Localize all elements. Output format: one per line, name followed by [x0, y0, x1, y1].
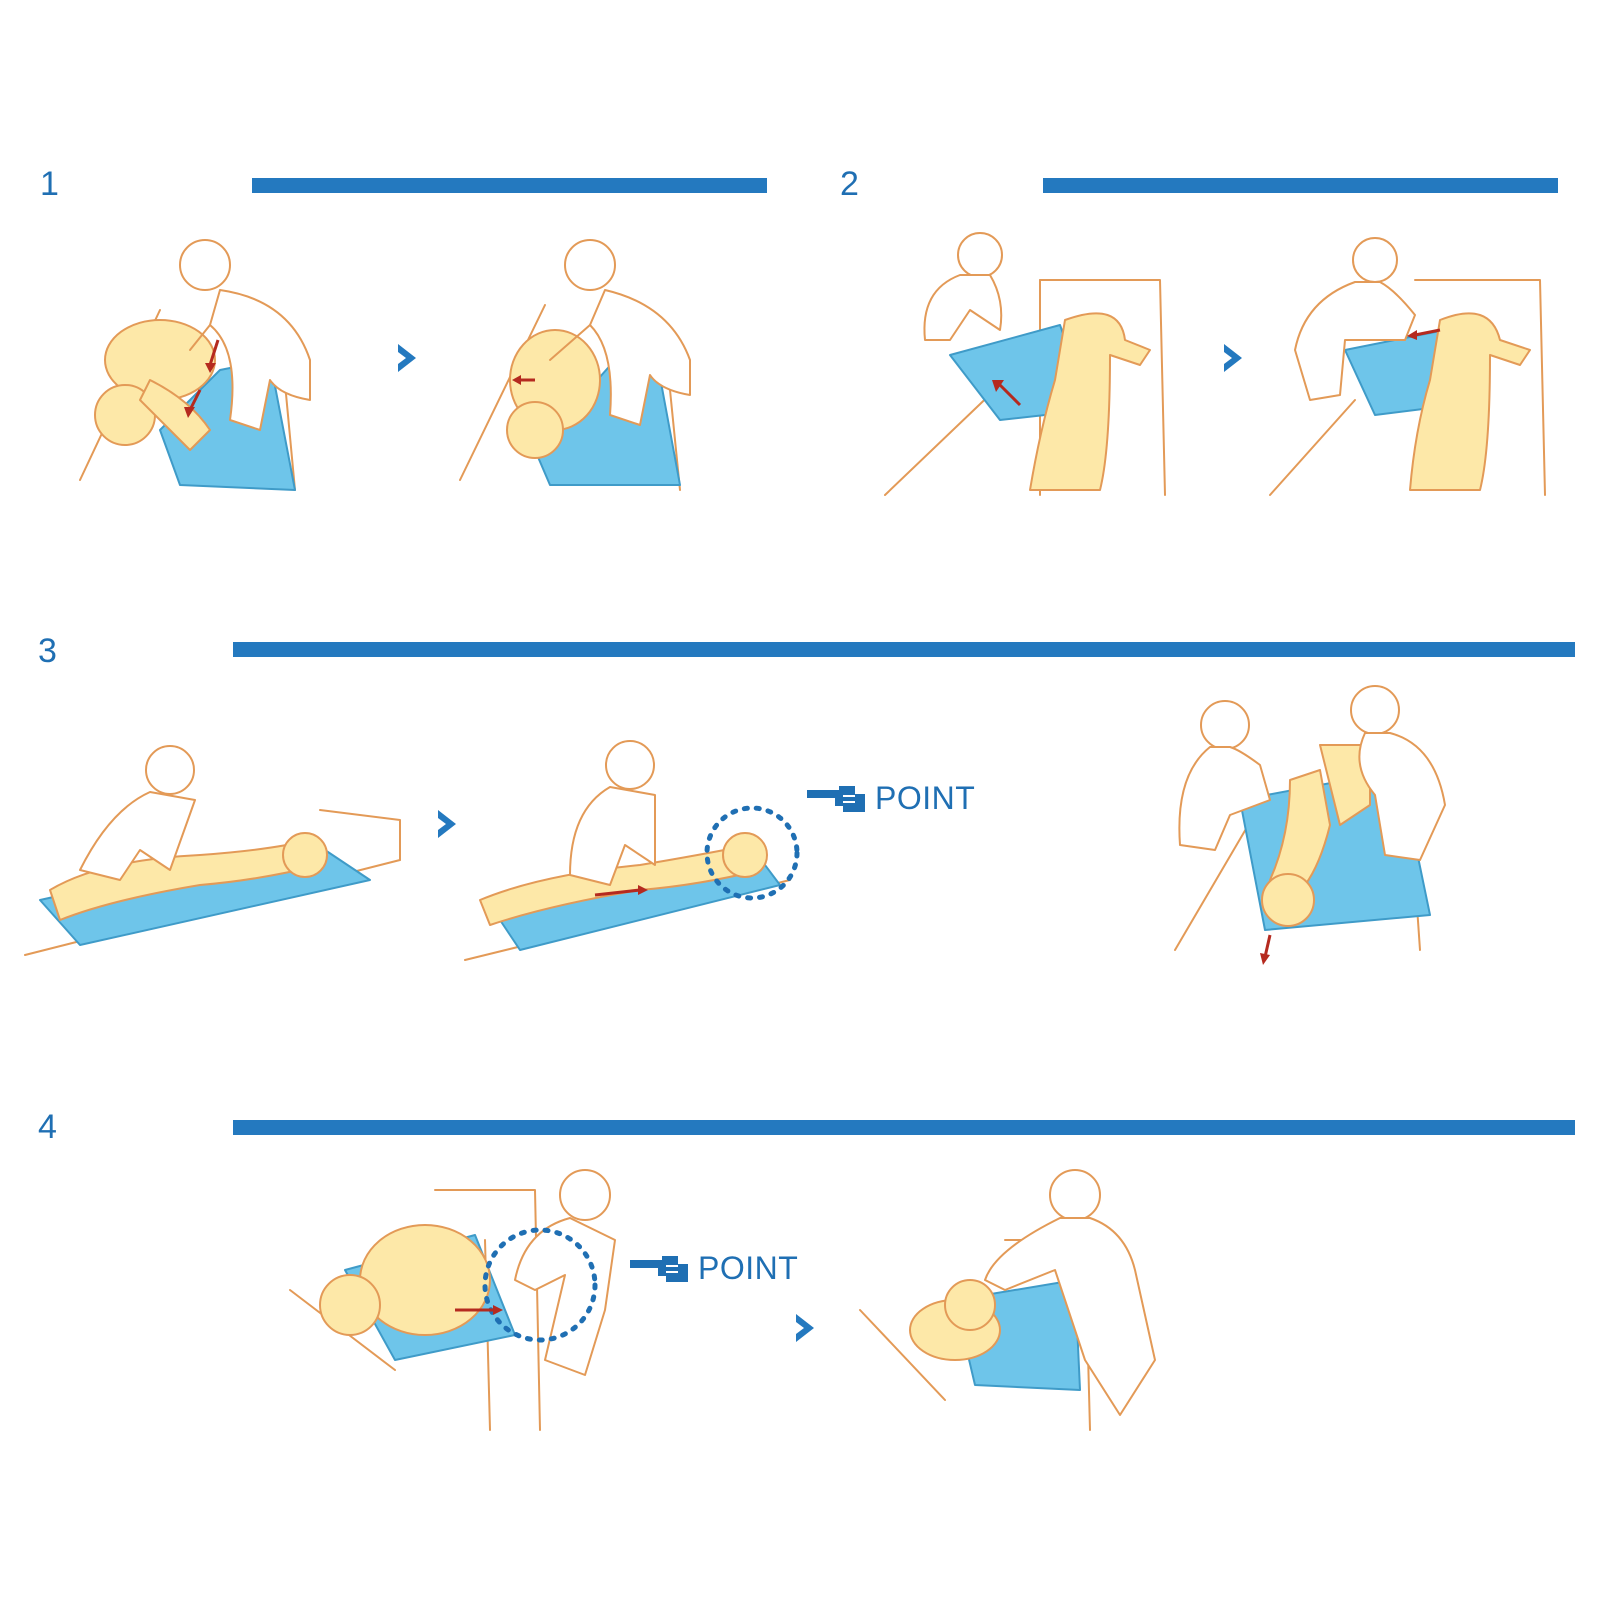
step-3-number: 3	[38, 632, 57, 670]
step-4-bar	[233, 1120, 1575, 1135]
step-1-illustration-a	[79, 239, 311, 491]
step-3-bar	[233, 642, 1575, 657]
step-2-illustration-b	[1269, 237, 1546, 496]
step-3-illustration-a	[24, 745, 401, 956]
step-2-bar	[1043, 178, 1558, 193]
step-2-next-chevron-icon	[1224, 344, 1242, 372]
step-4-illustration-a	[289, 1169, 616, 1431]
step-4-illustration-b	[859, 1169, 1156, 1431]
step-1-number: 1	[40, 165, 59, 203]
step-3-illustration-b	[464, 740, 800, 961]
step-3-point-callout: POINT	[805, 780, 975, 817]
step-4-number: 4	[38, 1108, 57, 1146]
step-4-point-label: POINT	[698, 1250, 799, 1286]
step-3-point-label: POINT	[875, 780, 976, 816]
step-2-illustration-a	[884, 232, 1166, 496]
pointing-hand-icon	[807, 785, 865, 812]
pointing-hand-icon	[630, 1255, 688, 1282]
step-1-bar	[252, 178, 767, 193]
step-1-next-chevron-icon	[398, 344, 416, 372]
step-3-next-chevron-icon	[438, 810, 456, 838]
step-3-illustration-c	[1174, 685, 1446, 965]
step-1-illustration-b	[459, 239, 691, 491]
step-4-next-chevron-icon	[796, 1314, 814, 1342]
step-2-number: 2	[840, 165, 859, 203]
step-4-point-callout: POINT	[628, 1250, 798, 1287]
